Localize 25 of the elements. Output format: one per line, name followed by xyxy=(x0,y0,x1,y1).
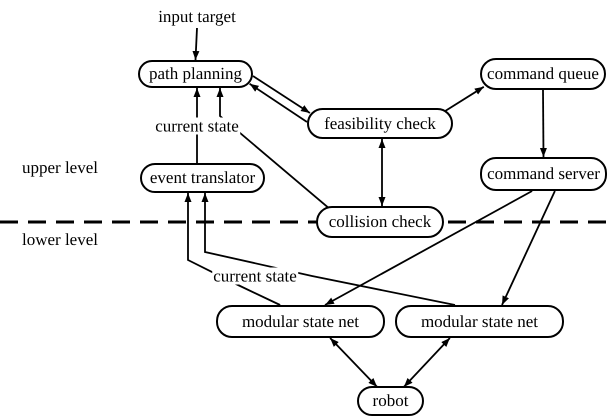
arrow xyxy=(540,90,547,157)
arrow xyxy=(444,86,484,112)
level-label: upper level xyxy=(22,159,98,176)
arrow xyxy=(324,190,533,306)
arrow xyxy=(403,337,451,388)
arrow xyxy=(202,193,456,306)
edge-label: current state xyxy=(212,268,298,284)
process-box: command server xyxy=(480,157,607,191)
process-box: modular state net xyxy=(216,305,385,338)
process-box: path planning xyxy=(138,60,253,88)
process-box: collision check xyxy=(316,206,444,238)
edge-label: current state xyxy=(154,118,240,134)
arrow xyxy=(252,75,310,114)
process-box: robot xyxy=(357,386,424,416)
arrow xyxy=(249,83,308,123)
process-box: feasibility check xyxy=(307,108,453,139)
process-box: modular state net xyxy=(395,305,564,338)
arrow xyxy=(329,337,378,388)
arrow xyxy=(192,28,200,60)
process-box: event translator xyxy=(140,163,265,193)
arrow xyxy=(501,190,556,306)
level-label: lower level xyxy=(22,231,98,248)
input-text: input target xyxy=(156,6,238,28)
process-box: command queue xyxy=(480,58,606,90)
arrow xyxy=(378,139,386,206)
